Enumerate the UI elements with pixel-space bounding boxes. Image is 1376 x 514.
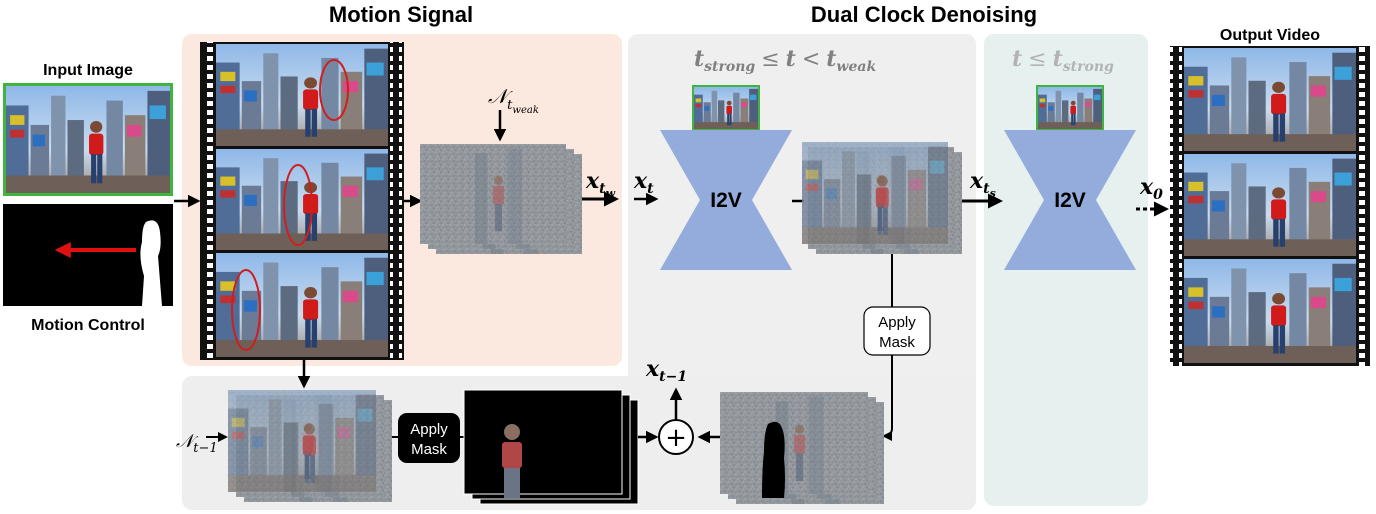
apply-mask-left-line1: Apply <box>410 421 448 438</box>
apply-mask-left-line2: Mask <box>411 441 447 458</box>
input-image-label: Input Image <box>43 62 133 79</box>
plus-symbol: + <box>665 423 687 453</box>
output-filmstrip <box>1170 46 1370 366</box>
denoised-stack <box>802 142 962 254</box>
i2v-label-weak: I2V <box>710 189 742 212</box>
motion-filmstrip <box>200 42 404 360</box>
cond-image-weak <box>694 87 758 129</box>
x-t-label: xt <box>633 168 654 197</box>
line-mask-to-stack <box>882 355 893 441</box>
x-prev-label: xt−1 <box>645 356 687 385</box>
i2v-label-strong: I2V <box>1054 189 1086 212</box>
masked-person-stack <box>463 389 639 505</box>
output-video-label: Output Video <box>1220 27 1320 44</box>
motion-mask-silhouette <box>140 220 162 306</box>
apply-mask-box-left <box>398 413 460 463</box>
apply-mask-right-line1: Apply <box>878 314 916 331</box>
masked-noisy-stack <box>720 392 884 504</box>
input-image <box>6 86 170 193</box>
bottom-noisy-stack <box>228 390 392 502</box>
x-0-label: x0 <box>1139 174 1163 203</box>
cond-image-strong <box>1038 87 1102 129</box>
dual-clock-title: Dual Clock Denoising <box>811 2 1037 27</box>
condition-strong: t≤tstrong <box>1012 46 1114 75</box>
apply-mask-right-line2: Mask <box>879 334 915 351</box>
motion-control-label: Motion Control <box>31 317 145 334</box>
i2v-block-weak <box>660 130 792 270</box>
i2v-block-strong <box>1004 130 1136 270</box>
motion-signal-title: Motion Signal <box>329 2 473 27</box>
apply-mask-box-right <box>863 306 931 356</box>
noisy-stack-weak <box>420 144 582 254</box>
condition-weak: tstrong≤t<tweak <box>694 46 876 75</box>
